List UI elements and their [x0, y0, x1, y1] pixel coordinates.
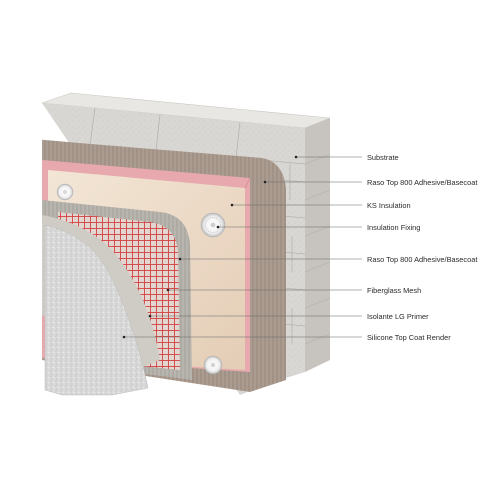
label-ks-insulation: KS Insulation: [367, 201, 411, 210]
label-fiberglass-mesh: Fiberglass Mesh: [367, 286, 421, 295]
label-adhesive-basecoat-2: Raso Top 800 Adhesive/Basecoat: [367, 255, 477, 264]
label-isolante-lg-primer: Isolante LG Primer: [367, 312, 429, 321]
leader-lines: [122, 155, 362, 339]
layer-labels: Substrate Raso Top 800 Adhesive/Basecoat…: [367, 153, 477, 342]
label-silicone-top-coat-render: Silicone Top Coat Render: [367, 333, 451, 342]
label-substrate: Substrate: [367, 153, 399, 162]
insulation-fixings: [56, 183, 226, 375]
render-layer: [44, 224, 149, 396]
label-insulation-fixing: Insulation Fixing: [367, 223, 420, 232]
substrate-side-face: [305, 118, 330, 372]
label-adhesive-basecoat-1: Raso Top 800 Adhesive/Basecoat: [367, 178, 477, 187]
